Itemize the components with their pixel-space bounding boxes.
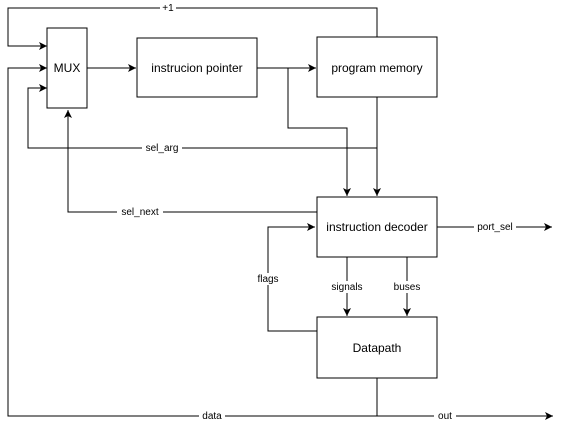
plus-one-wire <box>7 7 378 50</box>
svg-text:+1: +1 <box>162 3 174 14</box>
instruction-decoder-block: instruction decoder <box>316 196 438 258</box>
buses-label: buses <box>391 281 423 293</box>
datapath-block: Datapath <box>316 316 438 379</box>
program-memory-block: program memory <box>316 36 438 98</box>
svg-text:port_sel: port_sel <box>477 222 513 233</box>
svg-text:sel_next: sel_next <box>121 207 158 218</box>
sel-next-label: sel_next <box>117 206 163 218</box>
svg-text:instruction decoder: instruction decoder <box>326 220 427 234</box>
signals-label: signals <box>327 281 367 293</box>
svg-text:Datapath: Datapath <box>353 341 402 355</box>
svg-text:buses: buses <box>394 282 421 293</box>
svg-text:sel_arg: sel_arg <box>146 143 179 154</box>
out-label: out <box>434 410 456 422</box>
sel-next-wire <box>64 110 317 213</box>
flags-label: flags <box>253 273 283 285</box>
data-wire <box>7 64 378 417</box>
svg-text:instrucion pointer: instrucion pointer <box>151 61 242 75</box>
plus-one-label: +1 <box>160 2 176 14</box>
sel-arg-wire <box>27 84 377 149</box>
svg-text:flags: flags <box>257 274 278 285</box>
data-label: data <box>199 410 225 422</box>
port-sel-label: port_sel <box>474 221 516 233</box>
instruction-pointer-block: instrucion pointer <box>136 37 258 98</box>
svg-text:signals: signals <box>331 282 362 293</box>
svg-text:MUX: MUX <box>54 61 81 75</box>
svg-text:out: out <box>438 411 452 422</box>
svg-text:program memory: program memory <box>331 61 422 75</box>
ip-to-decoder-wire <box>287 68 351 196</box>
mux-block: MUX <box>46 27 88 109</box>
sel-arg-label: sel_arg <box>142 142 182 154</box>
svg-text:data: data <box>202 411 222 422</box>
